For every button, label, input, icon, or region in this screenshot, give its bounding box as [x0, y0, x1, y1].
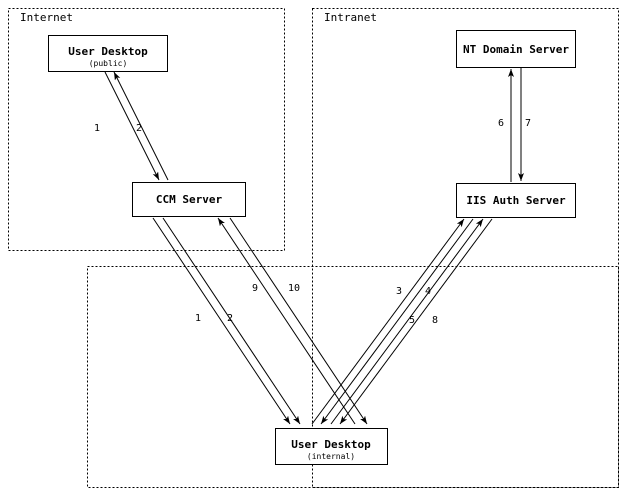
flow-line-2-internal [162, 217, 301, 425]
flow-label-10: 10 [288, 283, 300, 294]
flow-labels: 1 2 6 7 9 10 1 2 3 4 5 8 [94, 118, 531, 326]
zone-internal-lan-rect [87, 266, 619, 488]
flow-label-2-internal: 2 [227, 313, 233, 324]
flow-label-5: 5 [409, 315, 415, 326]
node-nt-domain-server[interactable]: NT Domain Server [456, 30, 576, 68]
flow-line-1-internal [152, 217, 291, 425]
flow-line-9 [217, 217, 356, 425]
flow-group-iis-nt [508, 68, 524, 182]
node-title-iis-auth-server: IIS Auth Server [466, 194, 566, 207]
zone-label-intranet: Intranet [324, 11, 377, 24]
node-box-ccm-server[interactable] [132, 182, 246, 217]
node-title-user-desktop-public: User Desktop [68, 45, 148, 58]
node-iis-auth-server[interactable]: IIS Auth Server [456, 183, 576, 218]
flow-line-8 [339, 218, 493, 425]
node-title-ccm-server: CCM Server [156, 193, 223, 206]
flow-label-4: 4 [425, 286, 431, 297]
node-box-user-desktop-public[interactable] [48, 35, 168, 72]
zone-labels: Internet Intranet [20, 11, 377, 24]
node-ccm-server[interactable]: CCM Server [132, 182, 246, 217]
flow-label-3: 3 [396, 286, 402, 297]
flow-label-2-public: 2 [136, 123, 142, 134]
node-title-nt-domain-server: NT Domain Server [463, 43, 569, 56]
flow-line-1-public [104, 71, 160, 181]
flow-line-3 [311, 218, 465, 425]
flow-label-1-public: 1 [94, 123, 100, 134]
flow-group-internal-ccm-b [217, 217, 368, 425]
zone-boundaries [8, 8, 619, 488]
flow-group-public-ccm [104, 71, 169, 181]
zone-internet-rect [8, 8, 285, 251]
node-subtitle-user-desktop-public: (public) [89, 59, 128, 68]
flow-label-6: 6 [498, 118, 504, 129]
node-box-iis-auth-server[interactable] [456, 183, 576, 218]
zone-intranet-rect [312, 8, 619, 488]
node-user-desktop-public[interactable]: User Desktop (public) [48, 35, 168, 72]
flow-line-10 [229, 217, 368, 425]
zone-label-internet: Internet [20, 11, 73, 24]
node-subtitle-user-desktop-internal: (internal) [307, 452, 355, 461]
flow-line-5 [330, 218, 484, 425]
flow-group-internal-iis [311, 218, 493, 425]
node-box-user-desktop-internal[interactable] [275, 428, 388, 465]
flow-label-8: 8 [432, 315, 438, 326]
flow-label-1-internal: 1 [195, 313, 201, 324]
flow-label-7: 7 [525, 118, 531, 129]
node-title-user-desktop-internal: User Desktop [291, 438, 371, 451]
node-box-nt-domain-server[interactable] [456, 30, 576, 68]
flow-line-4 [320, 218, 474, 425]
flow-group-internal-ccm-a [152, 217, 301, 425]
flow-label-9: 9 [252, 283, 258, 294]
flow-line-2-public [113, 71, 169, 181]
node-user-desktop-internal[interactable]: User Desktop (internal) [275, 428, 388, 465]
